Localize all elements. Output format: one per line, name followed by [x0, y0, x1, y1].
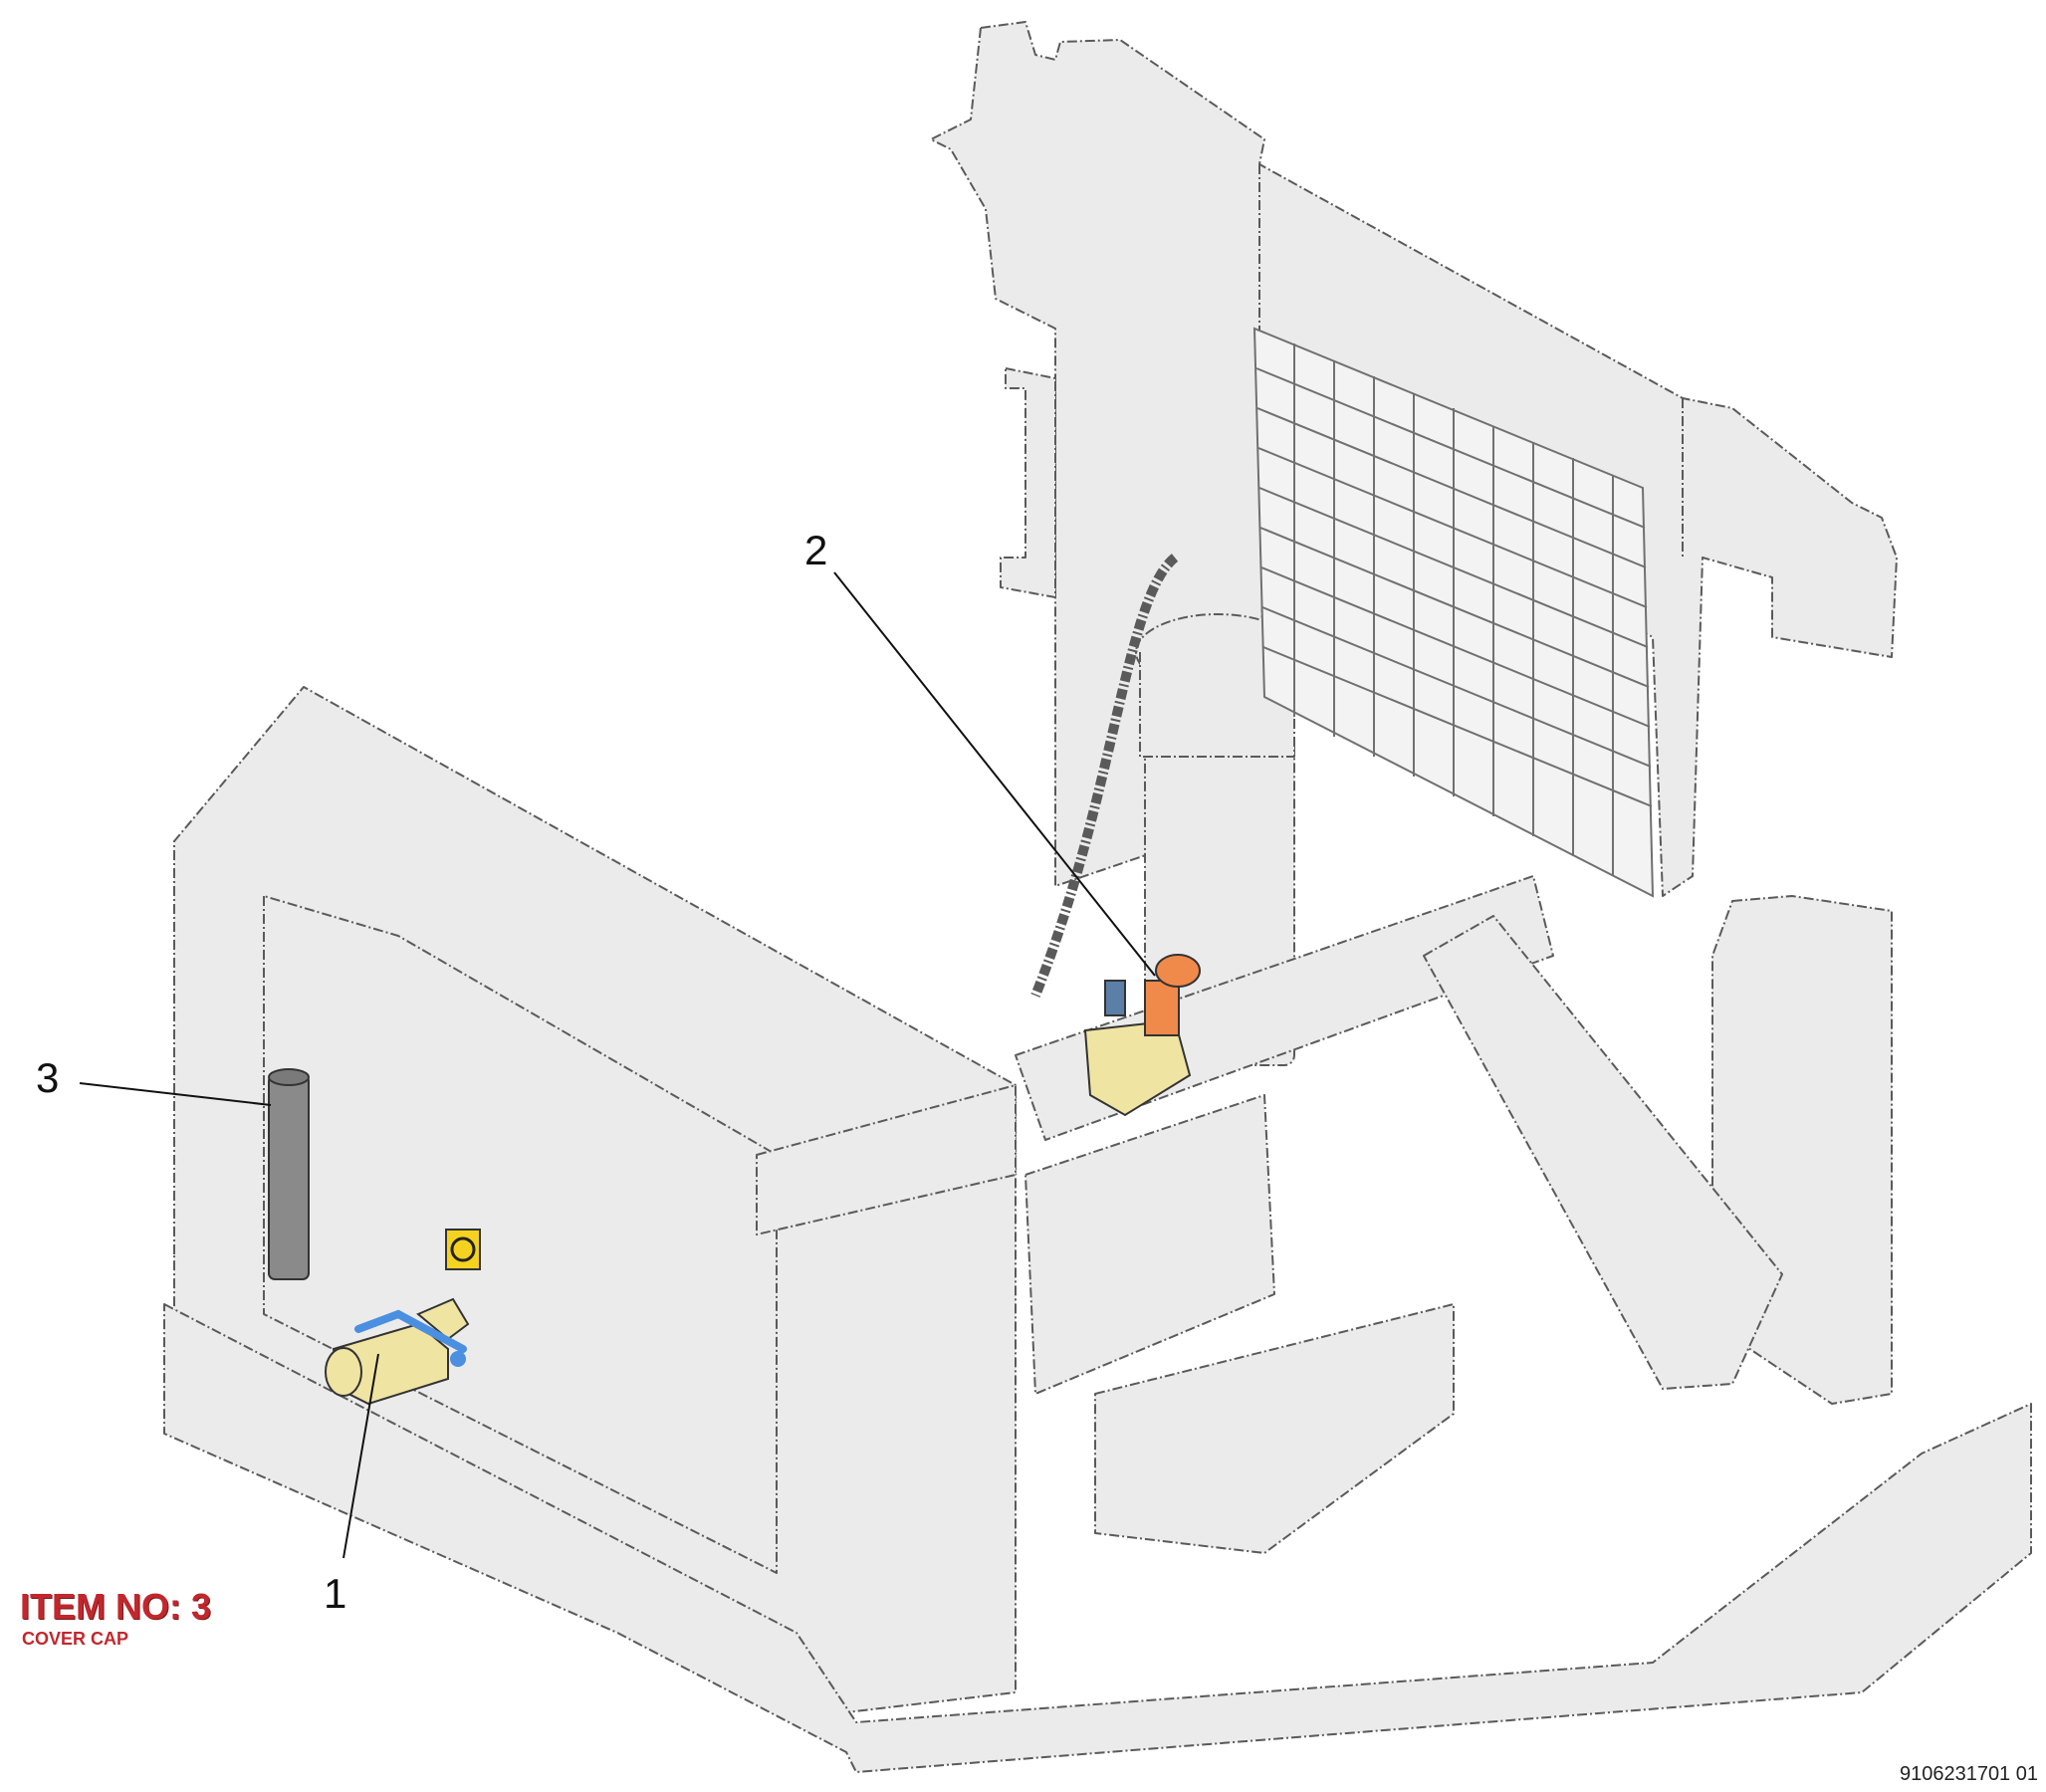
- leader-line-3: [79, 1082, 272, 1106]
- callout-number-3: 3: [36, 1054, 60, 1101]
- leader-line-1: [342, 1353, 379, 1559]
- callout-number-1: 1: [324, 1570, 347, 1617]
- document-number: 9106231701 01: [1899, 1763, 2038, 1785]
- base-skid: [163, 1303, 2032, 1773]
- wire-mesh: [1252, 327, 1655, 898]
- warning-label: [445, 1229, 481, 1270]
- pump-fitting-part: [1083, 954, 1201, 1117]
- lower-box: [1024, 1094, 1275, 1395]
- item-description-label: COVER CAP: [22, 1629, 129, 1649]
- pump-hose: [1030, 554, 1179, 998]
- diagonal-brace: [1423, 915, 1783, 1390]
- main-frame-top-rail: [756, 1084, 1017, 1235]
- item-number-label: ITEM NO: 3: [20, 1586, 212, 1627]
- leader-line-2: [833, 571, 1156, 977]
- cover-cap-part: [268, 1068, 310, 1280]
- ball-valve-part: [325, 1297, 470, 1406]
- panel-left-bracket: [1000, 367, 1056, 598]
- main-frame-window: [263, 895, 778, 1574]
- callout-number-2: 2: [804, 527, 828, 573]
- base-front-plate: [1094, 1303, 1455, 1554]
